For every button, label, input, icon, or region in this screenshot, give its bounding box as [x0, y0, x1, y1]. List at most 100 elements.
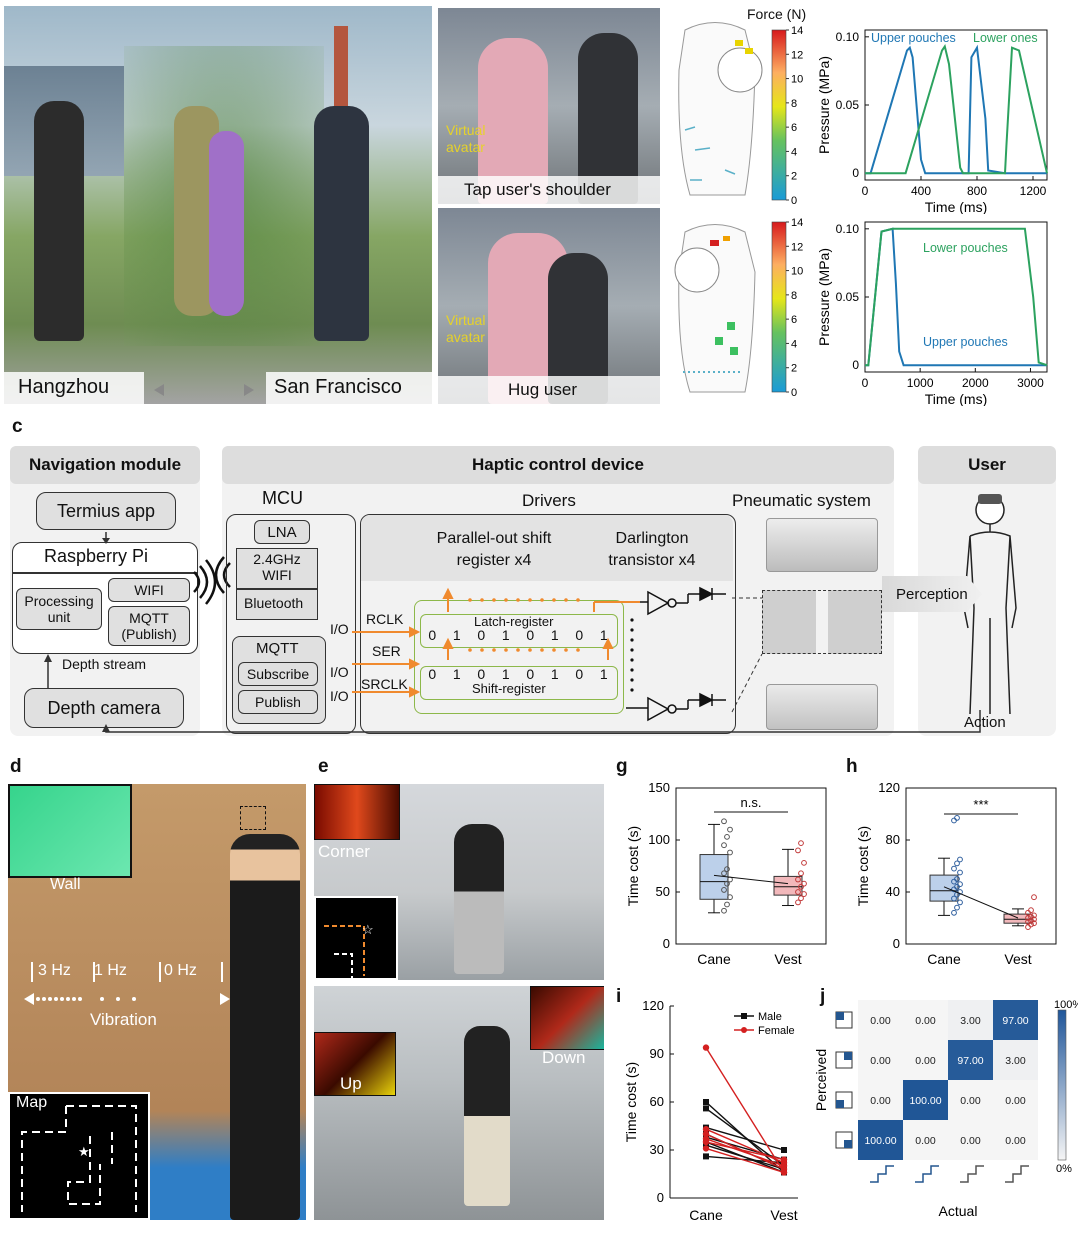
series-line — [865, 227, 1048, 367]
driver-wiring — [352, 586, 726, 722]
y-axis-label: Pressure (MPa) — [816, 248, 832, 346]
camera-dash-box — [240, 806, 266, 830]
svg-text:★: ★ — [78, 1144, 90, 1159]
panel-label-j: j — [820, 986, 826, 1007]
nav-module-title: Navigation module — [10, 446, 200, 484]
city-hangzhou: Hangzhou — [18, 376, 110, 398]
bit-value: 0 — [526, 627, 535, 643]
ser-label: SER — [372, 643, 401, 659]
tap-caption: Tap user's shoulder — [464, 180, 611, 199]
x-tick-label: Vest — [1004, 951, 1031, 967]
x-tick-label: Vest — [770, 1207, 797, 1223]
legend-label: Male — [758, 1011, 782, 1023]
data-point — [957, 881, 963, 888]
perception-label: Perception — [896, 586, 968, 603]
data-point — [721, 818, 727, 825]
panel-e-photo: Corner ☆ — [314, 784, 604, 980]
series-annotation: Upper pouches — [923, 335, 1008, 349]
data-point — [957, 856, 963, 863]
data-point — [721, 870, 727, 877]
x-axis-label: Actual — [939, 1203, 978, 1219]
data-point — [801, 880, 807, 887]
heatmap-value: 3.00 — [1005, 1055, 1026, 1067]
paired-line — [705, 1144, 785, 1170]
y-tick-label: 100 — [648, 832, 670, 847]
action-label: Action — [964, 714, 1006, 731]
wifi-box: WIFI — [108, 578, 190, 602]
legend-label: Female — [758, 1025, 795, 1037]
data-point — [721, 887, 727, 893]
data-point — [780, 1162, 788, 1170]
y-tick-label: 0.10 — [836, 30, 860, 44]
heatmap-cell — [858, 1000, 903, 1040]
vest-force-map-bottom — [674, 224, 756, 393]
hug-photo: Virtual avatar Hug user — [438, 208, 660, 404]
heatmap-value: 0.00 — [1005, 1095, 1026, 1107]
data-point — [798, 840, 804, 847]
y-tick-label: 0.05 — [836, 290, 860, 304]
person-hangzhou — [34, 101, 84, 341]
colorbar-tick-label: 14 — [791, 218, 803, 229]
colorbar-tick-label: 10 — [791, 74, 803, 86]
data-point — [781, 1147, 787, 1153]
vest-force-map-top — [678, 22, 763, 196]
io-label: I/O — [330, 621, 349, 637]
heatmap-cell — [903, 1040, 948, 1080]
data-point — [951, 895, 957, 902]
x-tick-label: 800 — [967, 184, 987, 198]
heatmap-value: 0.00 — [870, 1055, 891, 1067]
processing-unit: Processing unit — [16, 588, 102, 630]
bit-value: 0 — [575, 627, 584, 643]
data-point — [1025, 919, 1031, 925]
avatar-label-2: avatar — [446, 329, 485, 345]
paired-line — [705, 1133, 785, 1170]
y-axis-label: Time cost (s) — [855, 826, 871, 906]
rclk-label: RCLK — [366, 611, 404, 627]
person-standing — [230, 834, 300, 1220]
latch-label: Latch-register — [474, 614, 554, 629]
heatmap-value: 0.00 — [915, 1055, 936, 1067]
io-label: I/O — [330, 688, 349, 704]
x-tick-label: 400 — [911, 184, 931, 198]
paired-line — [705, 1047, 785, 1173]
person-stairs — [464, 1026, 510, 1206]
avatar-label-1: Virtual — [446, 312, 486, 328]
heatmap-value: 0.00 — [1005, 1135, 1026, 1147]
data-point — [798, 870, 804, 877]
svg-text:☆: ☆ — [362, 922, 374, 937]
data-point — [703, 1105, 709, 1112]
drivers-title: Drivers — [522, 491, 576, 510]
double-arrow-icon — [154, 384, 254, 396]
stair-icon — [915, 1165, 939, 1183]
colorbar-tick-label: 2 — [791, 171, 797, 183]
path-inset — [314, 896, 398, 980]
bit-value: 1 — [599, 666, 608, 682]
heatmap-cell — [993, 1000, 1038, 1040]
avatar-label-2: avatar — [446, 139, 485, 155]
tap-caption-bg — [438, 176, 660, 204]
colorbar-tick-label: 10 — [791, 266, 803, 278]
srclk-label: SRCLK — [361, 676, 408, 692]
row-pattern-fill — [836, 1100, 844, 1108]
y-tick-label: 80 — [886, 832, 900, 847]
y-tick-label: 90 — [650, 1046, 664, 1061]
bit-value: 0 — [477, 627, 486, 643]
bit-value: 1 — [501, 627, 510, 643]
data-point — [954, 815, 960, 821]
colorbar-bottom-label: 0% — [1056, 1163, 1072, 1175]
heatmap-value: 0.00 — [870, 1095, 891, 1107]
y-tick-label: 150 — [648, 780, 670, 795]
data-point — [1028, 913, 1034, 920]
force-title: Force (N) — [747, 6, 807, 22]
corner-label: Corner — [318, 842, 370, 861]
bit-value: 1 — [452, 666, 461, 682]
data-point — [727, 826, 733, 833]
colorbar-tick-label: 6 — [791, 122, 797, 134]
colorbar-top-label: 100% — [1054, 999, 1078, 1011]
tap-photo: Virtual avatar Tap user's shoulder — [438, 8, 660, 204]
avatar-label-1: Virtual — [446, 122, 486, 138]
y-tick-label: 0.05 — [836, 98, 860, 112]
